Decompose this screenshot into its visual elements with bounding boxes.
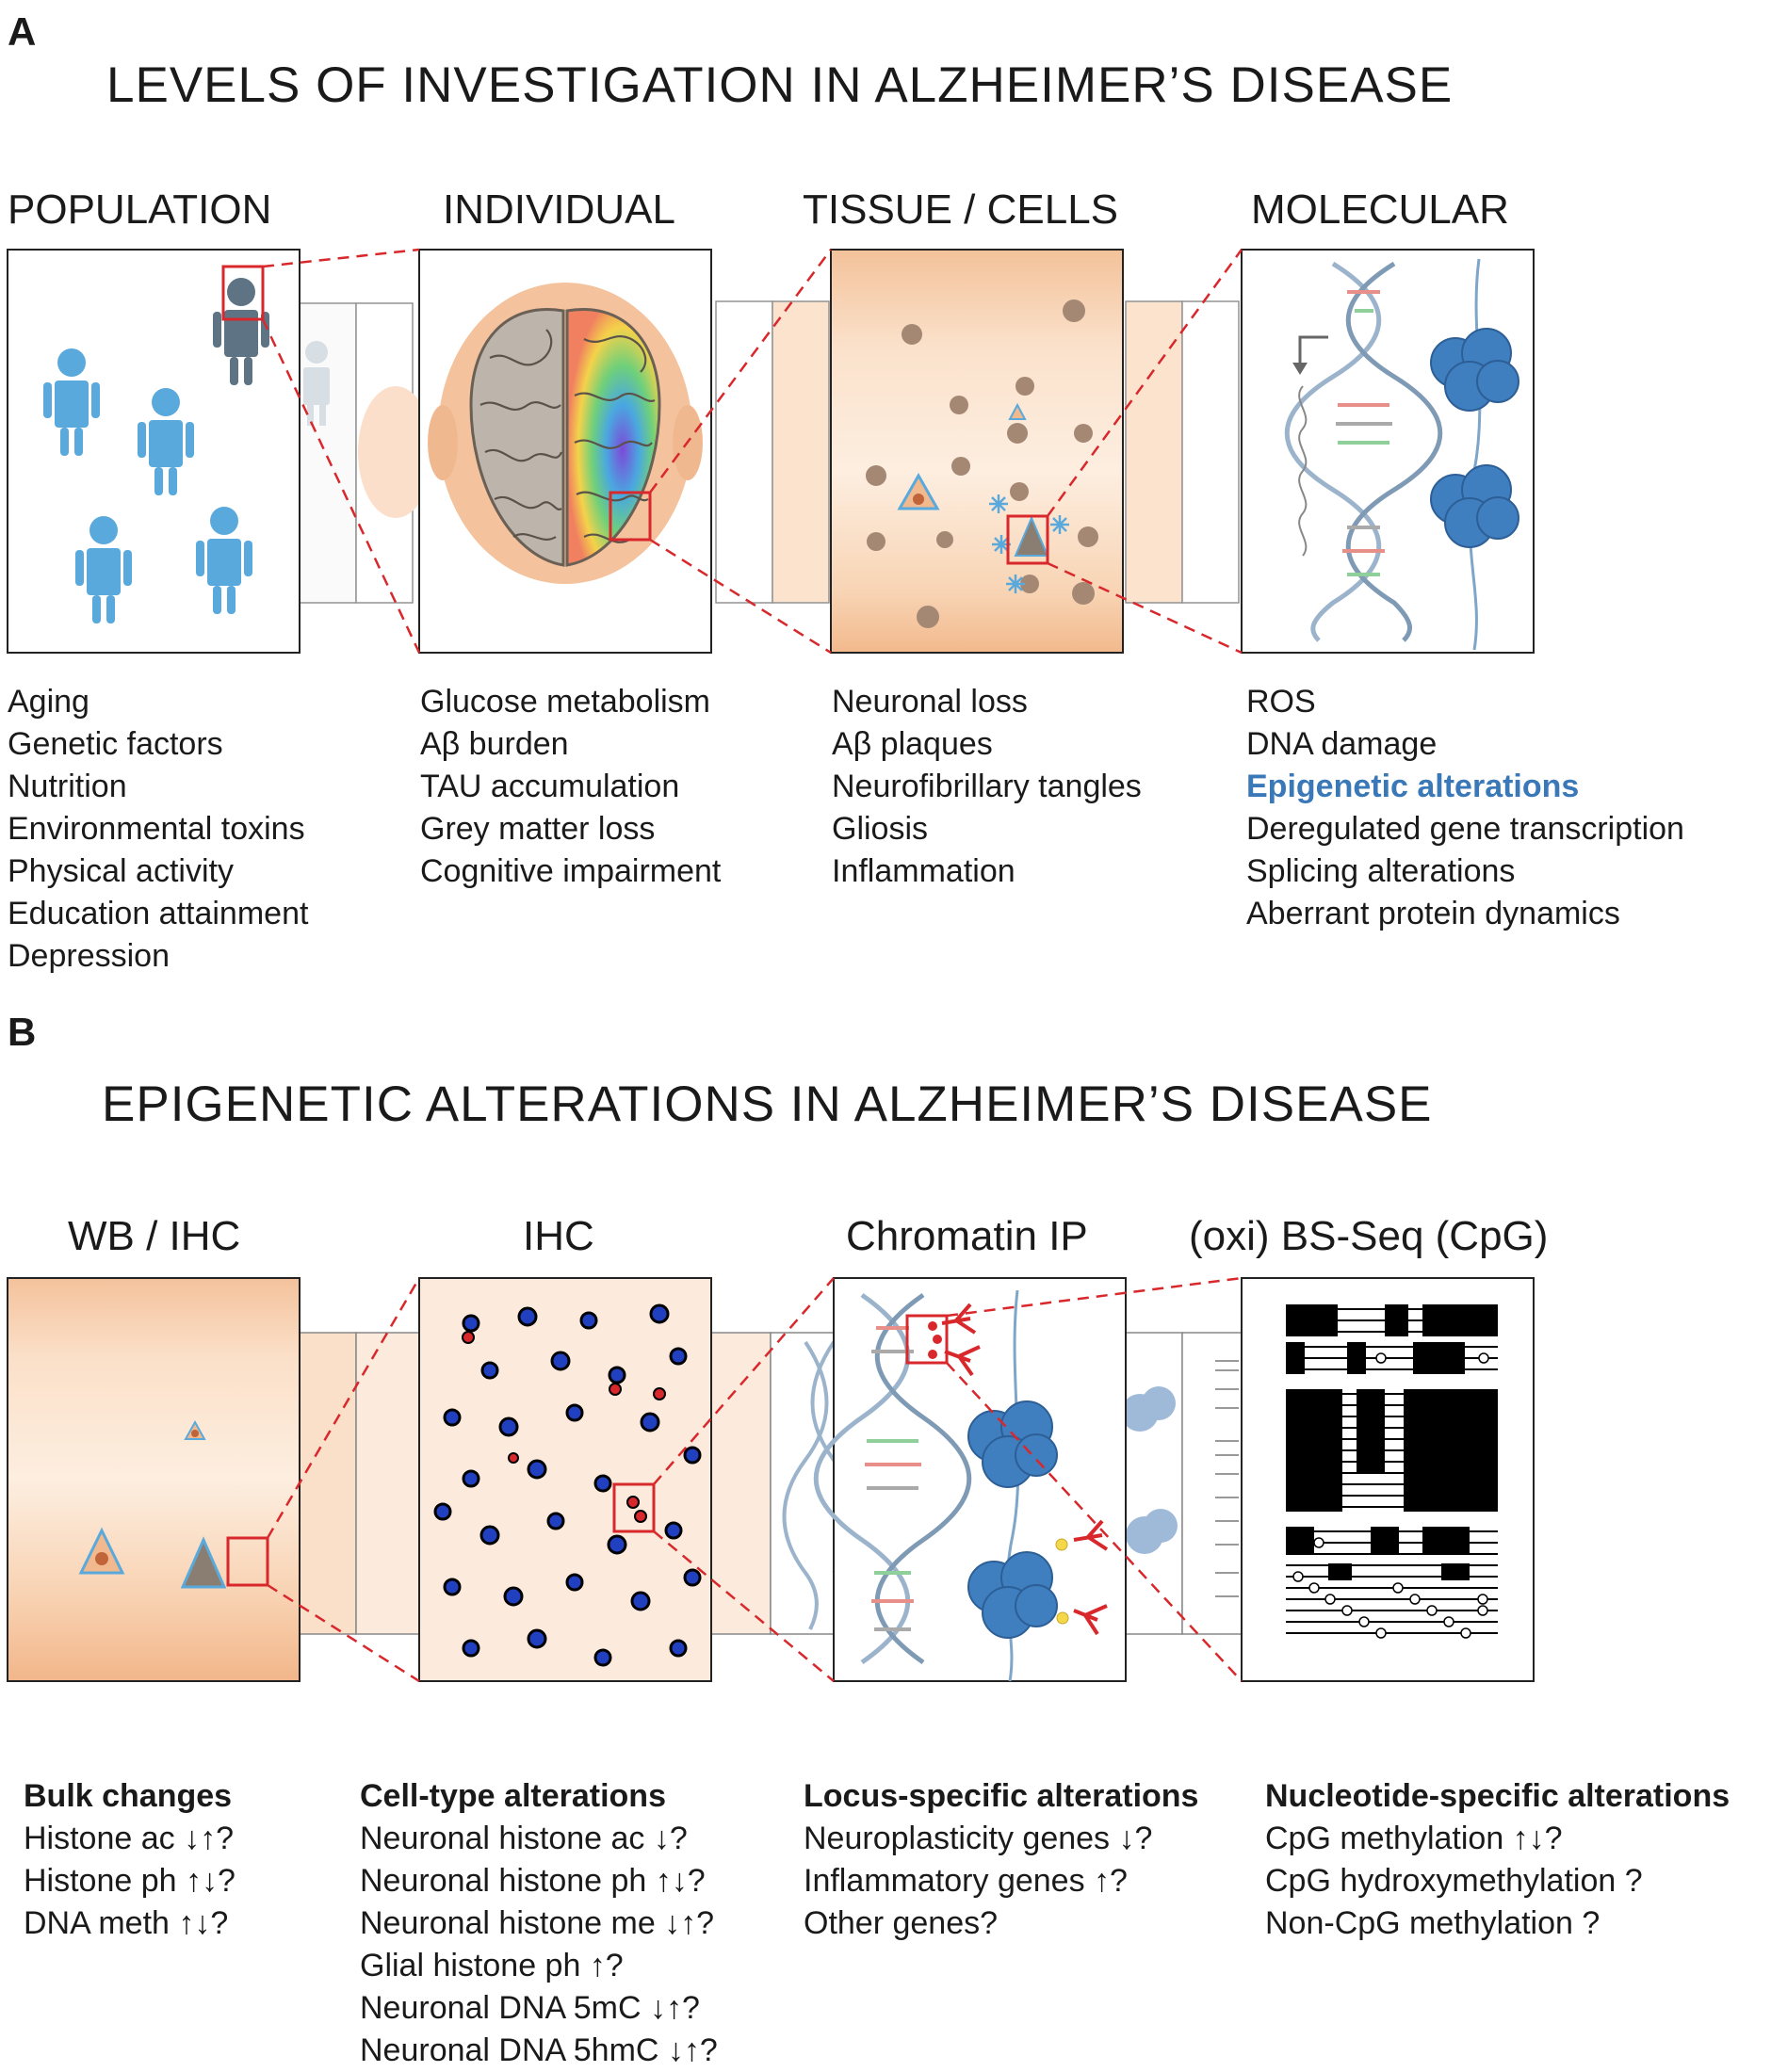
list-item-highlighted: Epigenetic alterations bbox=[1246, 769, 1580, 804]
list-item: DNA meth ↑↓? bbox=[24, 1905, 229, 1941]
list-item: Aβ burden bbox=[420, 726, 569, 762]
panel-a-letter: A bbox=[8, 9, 37, 54]
list-item: Depression bbox=[8, 938, 170, 974]
list-subheading: Locus-specific alterations bbox=[804, 1778, 1199, 1814]
neuron-cells bbox=[897, 402, 1049, 557]
heading-tissue-cells: TISSUE / CELLS bbox=[803, 186, 1119, 233]
heading-bs-seq: (oxi) BS-Seq (CpG) bbox=[1189, 1213, 1549, 1259]
heading-wb-ihc: WB / IHC bbox=[68, 1213, 241, 1259]
ihc-zoom-marker bbox=[612, 1482, 656, 1533]
chip-zoom-marker bbox=[905, 1314, 949, 1365]
nucleosomes bbox=[1430, 328, 1519, 548]
list-item: Neuronal histone ac ↓? bbox=[360, 1821, 688, 1856]
molecular-factor-list: ROS DNA damage Epigenetic alterations De… bbox=[1246, 681, 1684, 935]
highlighted-person bbox=[213, 278, 269, 385]
list-item: Cognitive impairment bbox=[420, 853, 722, 889]
amyloid-plaques bbox=[866, 299, 1098, 628]
panel-b-letter: B bbox=[8, 1010, 37, 1054]
list-item: Deregulated gene transcription bbox=[1246, 811, 1684, 847]
list-item: Inflammation bbox=[832, 853, 1015, 889]
panel-b-title: EPIGENETIC ALTERATIONS IN ALZHEIMER’S DI… bbox=[102, 1076, 1433, 1132]
list-item: Environmental toxins bbox=[8, 811, 305, 847]
mrna-strand bbox=[1298, 385, 1308, 557]
list-item: Non-CpG methylation ? bbox=[1265, 1905, 1600, 1941]
glial-cells bbox=[989, 494, 1069, 593]
list-item: Histone ac ↓↑? bbox=[24, 1821, 234, 1856]
heading-ihc: IHC bbox=[523, 1213, 594, 1259]
list-item: Histone ph ↑↓? bbox=[24, 1863, 236, 1899]
heading-chromatin-ip: Chromatin IP bbox=[846, 1213, 1088, 1259]
list-item: Neuronal DNA 5hmC ↓↑? bbox=[360, 2032, 718, 2068]
list-item: Nutrition bbox=[8, 769, 127, 804]
list-item: Education attainment bbox=[8, 896, 309, 931]
list-item: CpG hydroxymethylation ? bbox=[1265, 1863, 1643, 1899]
chromatin-ip-box bbox=[833, 1277, 1127, 1682]
list-item: Aberrant protein dynamics bbox=[1246, 896, 1620, 931]
list-item: TAU accumulation bbox=[420, 769, 680, 804]
list-item: Genetic factors bbox=[8, 726, 223, 762]
zoom-connectors-b bbox=[266, 1276, 1243, 1683]
list-subheading: Nucleotide-specific alterations bbox=[1265, 1778, 1730, 1814]
transcription-arrow bbox=[1298, 335, 1328, 363]
list-item: Glial histone ph ↑? bbox=[360, 1948, 624, 1983]
wb-ihc-box bbox=[7, 1277, 301, 1682]
panel-b-illustration bbox=[7, 1276, 1535, 1683]
dna-base-pairs bbox=[1336, 290, 1392, 576]
list-item: Neuronal histone me ↓↑? bbox=[360, 1905, 715, 1941]
molecular-box bbox=[1241, 249, 1535, 654]
locus-specific-alterations-list: Locus-specific alterations Neuroplastici… bbox=[804, 1775, 1198, 1945]
individual-factor-list: Glucose metabolism Aβ burden TAU accumul… bbox=[420, 681, 721, 893]
list-item: Splicing alterations bbox=[1246, 853, 1516, 889]
list-subheading: Cell-type alterations bbox=[360, 1778, 666, 1814]
list-item: CpG methylation ↑↓? bbox=[1265, 1821, 1563, 1856]
marked-nuclei bbox=[462, 1331, 666, 1523]
tissue-zoom-marker bbox=[1006, 514, 1049, 565]
bulk-changes-list: Bulk changes Histone ac ↓↑? Histone ph ↑… bbox=[24, 1775, 236, 1945]
unmethylated-cpg-circles bbox=[1292, 1352, 1489, 1639]
brain-image bbox=[428, 283, 703, 584]
list-item: Grey matter loss bbox=[420, 811, 656, 847]
zoom-connectors bbox=[261, 248, 1243, 655]
methylated-cpg-blocks bbox=[1286, 1304, 1498, 1580]
list-item: Gliosis bbox=[832, 811, 929, 847]
panel-a-title: LEVELS OF INVESTIGATION IN ALZHEIMER’S D… bbox=[106, 57, 1454, 113]
population-factor-list: Aging Genetic factors Nutrition Environm… bbox=[8, 681, 308, 978]
tissue-cells bbox=[78, 1419, 227, 1589]
list-item: Inflammatory genes ↑? bbox=[804, 1863, 1128, 1899]
list-subheading: Bulk changes bbox=[24, 1778, 233, 1814]
chip-nucleosomes bbox=[967, 1400, 1058, 1639]
stained-nuclei bbox=[433, 1303, 702, 1667]
list-item: Neuronal DNA 5mC ↓↑? bbox=[360, 1990, 700, 2026]
list-item: Other genes? bbox=[804, 1905, 999, 1941]
list-item: Aging bbox=[8, 684, 89, 720]
list-item: Glucose metabolism bbox=[420, 684, 711, 720]
dna-helix bbox=[1284, 261, 1443, 642]
list-item: ROS bbox=[1246, 684, 1316, 720]
heading-population: POPULATION bbox=[8, 186, 272, 233]
list-item: Neurofibrillary tangles bbox=[832, 769, 1142, 804]
list-item: Neuroplasticity genes ↓? bbox=[804, 1821, 1153, 1856]
list-item: Aβ plaques bbox=[832, 726, 993, 762]
individual-zoom-marker bbox=[609, 491, 652, 542]
tissue-factor-list: Neuronal loss Aβ plaques Neurofibrillary… bbox=[832, 681, 1142, 893]
list-item: DNA damage bbox=[1246, 726, 1438, 762]
list-item: Neuronal loss bbox=[832, 684, 1028, 720]
list-item: Neuronal histone ph ↑↓? bbox=[360, 1863, 706, 1899]
panel-a-illustration bbox=[7, 248, 1535, 655]
heading-individual: INDIVIDUAL bbox=[443, 186, 675, 233]
nucleotide-specific-alterations-list: Nucleotide-specific alterations CpG meth… bbox=[1265, 1775, 1730, 1945]
population-zoom-marker bbox=[221, 265, 265, 321]
person-figures bbox=[43, 348, 252, 623]
cell-type-alterations-list: Cell-type alterations Neuronal histone a… bbox=[360, 1775, 718, 2072]
list-item: Physical activity bbox=[8, 853, 234, 889]
heading-molecular: MOLECULAR bbox=[1251, 186, 1509, 233]
wb-zoom-marker bbox=[226, 1536, 269, 1587]
